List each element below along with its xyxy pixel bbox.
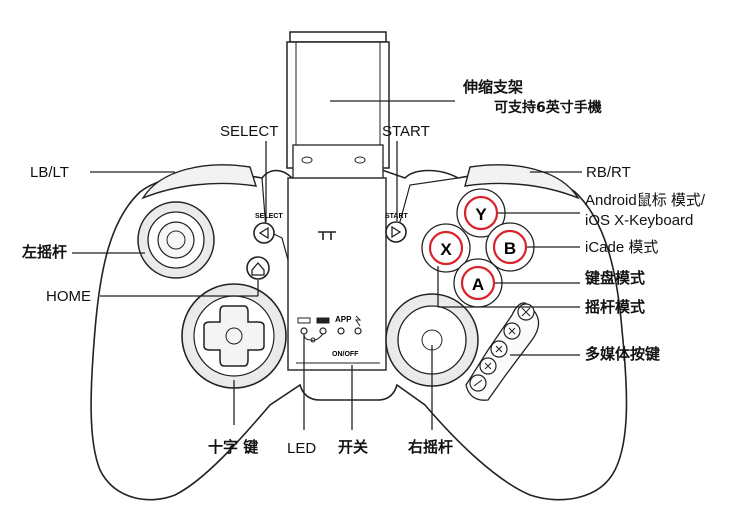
rb-rt-label: RB/RT	[586, 164, 631, 181]
start-button	[385, 221, 407, 243]
face-buttons	[421, 188, 535, 308]
lb-lt-label: LB/LT	[30, 164, 69, 181]
button-x-label: X	[440, 240, 452, 259]
dpad-label: 十字 键	[208, 438, 259, 456]
left-stick-label: 左摇杆	[22, 243, 68, 261]
stand-sub-label: 可支持6英寸手機	[494, 100, 602, 116]
android-label-1: Android鼠标 模式/	[585, 192, 706, 209]
stand-slot	[318, 231, 336, 240]
icade-label: iCade 模式	[585, 239, 659, 256]
on-off-text: ON/OFF	[332, 351, 359, 358]
dpad-cross	[203, 305, 265, 367]
joystick-mode-label: 摇杆模式	[585, 298, 646, 316]
button-y-label: Y	[475, 205, 487, 224]
select-button	[253, 222, 275, 244]
right-stick-label: 右摇杆	[408, 438, 454, 456]
select-small-text: SELECT	[255, 213, 283, 220]
home-button	[246, 256, 270, 280]
select-label: SELECT	[220, 123, 279, 140]
app-text: APP	[335, 315, 352, 324]
led-indicators	[300, 327, 362, 335]
button-a-label: A	[472, 275, 484, 294]
led-label: LED	[287, 440, 317, 457]
stand-bar	[289, 31, 387, 43]
home-label: HOME	[46, 288, 91, 305]
leader-lines	[72, 100, 582, 430]
right-shoulder-button	[464, 164, 580, 200]
stand-title-label: 伸缩支架	[463, 78, 524, 96]
android-label-2: iOS X-Keyboard	[585, 212, 694, 229]
left-shoulder-button	[141, 164, 258, 200]
stand-base	[287, 177, 387, 371]
power-label: 开关	[338, 438, 369, 456]
button-b-label: B	[504, 239, 516, 258]
keyboard-mode-label: 键盘模式	[585, 269, 646, 287]
start-label: START	[382, 123, 430, 140]
multimedia-label: 多媒体按键	[585, 345, 661, 363]
